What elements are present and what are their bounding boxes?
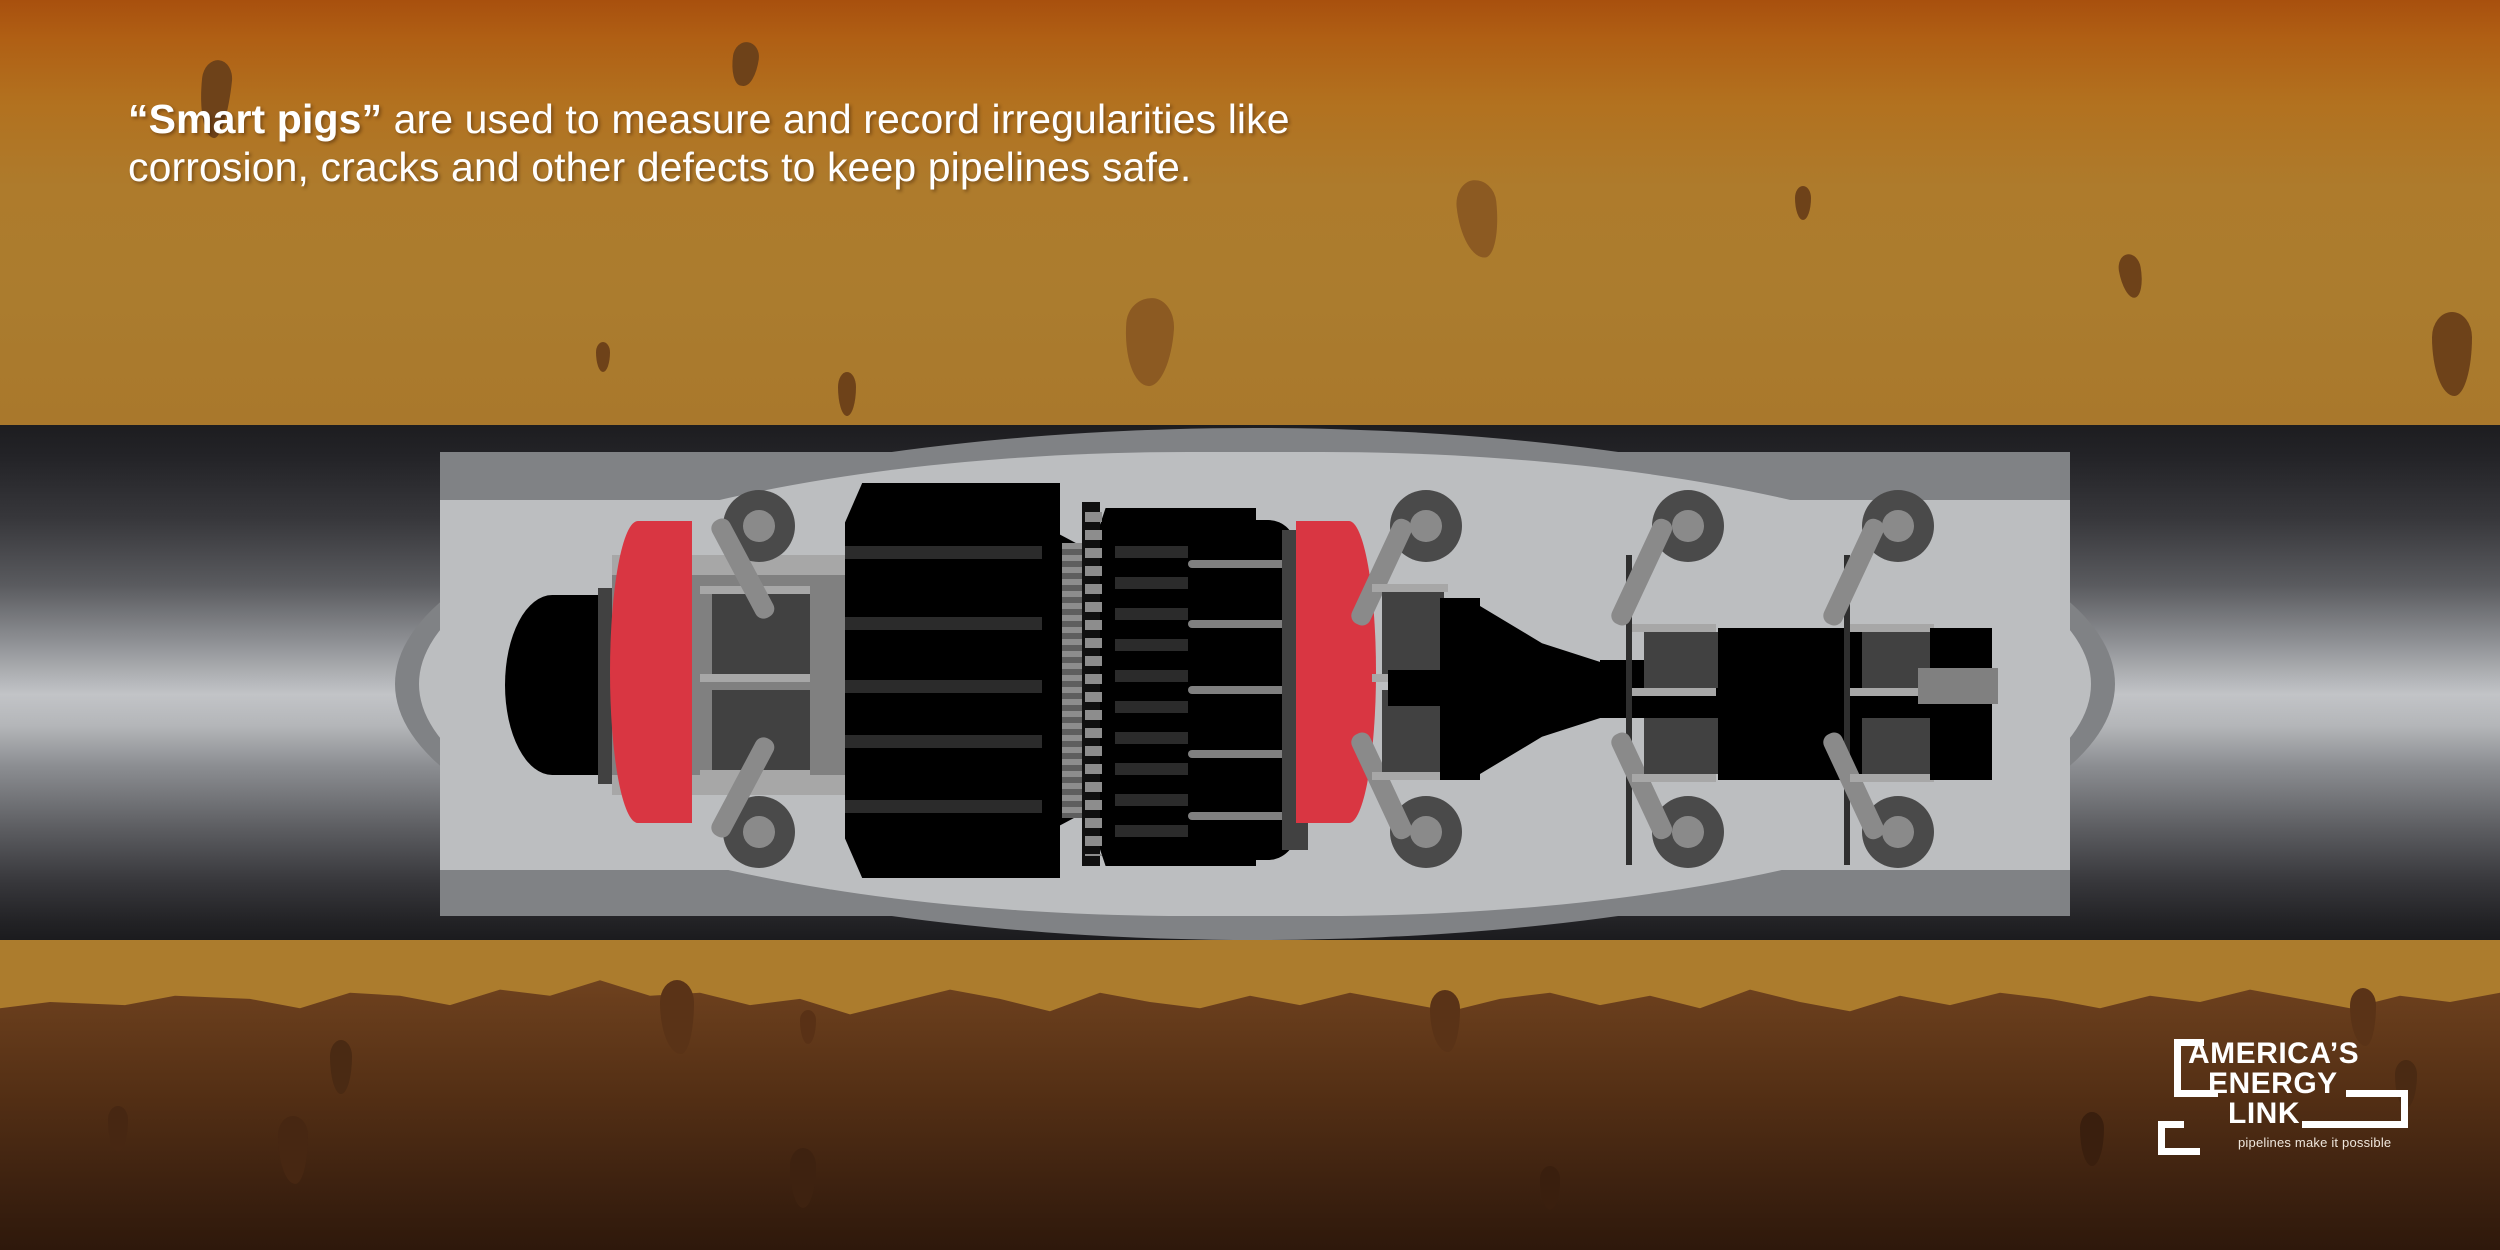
cup-ridge	[1188, 750, 1298, 758]
brand-logo[interactable]: AMERICA’S ENERGY LINK pipelines make it …	[2150, 1035, 2410, 1155]
rock-pebble	[108, 1106, 128, 1152]
odometer-bracket-b	[1844, 555, 1850, 865]
page-title: “Smart pigs” are used to measure and rec…	[128, 96, 1308, 192]
logo-bracket-bot-left-h	[2158, 1121, 2184, 1128]
body-seam	[845, 617, 1060, 630]
rear-module-panel-upper	[1382, 592, 1444, 674]
front-sealing-disc	[610, 521, 692, 823]
universal-joint	[1470, 600, 1620, 780]
odometer-arm-rear-b-top	[1820, 515, 1888, 629]
tail-cap	[1930, 628, 1992, 780]
body-seam	[845, 680, 1060, 693]
body-seam	[845, 546, 1060, 559]
rock-pebble	[800, 1010, 816, 1044]
logo-bracket-bot-left-v	[2158, 1121, 2165, 1155]
logo-bracket-right-v	[2401, 1090, 2408, 1128]
module-seam-mid	[700, 674, 810, 682]
rock-pebble	[1540, 1166, 1560, 1210]
rear-a-panel-lower	[1644, 718, 1720, 774]
rock-pebble	[838, 372, 856, 416]
rear-a-seam-lower	[1632, 774, 1716, 782]
odometer-arm-rear-a-top	[1608, 515, 1676, 629]
logo-bracket-right-h-top	[2346, 1090, 2408, 1097]
logo-bracket-top-left-h	[2174, 1039, 2204, 1046]
logo-tagline: pipelines make it possible	[2238, 1135, 2392, 1150]
rear-module-seam-upper	[1372, 584, 1448, 592]
rear-a-panel-upper	[1644, 632, 1720, 688]
rear-b-panel-lower	[1862, 718, 1938, 774]
cup-ridge	[1188, 560, 1298, 568]
odometer-bracket-a	[1626, 555, 1632, 865]
soil-layer-top	[0, 0, 2500, 425]
cup-ridge	[1188, 686, 1298, 694]
rear-a-seam-upper	[1632, 624, 1716, 632]
tail-stub	[1918, 668, 1998, 704]
logo-bracket-top-left-v	[2174, 1039, 2181, 1097]
rear-b-seam-upper	[1850, 624, 1934, 632]
rock-pebble	[330, 1040, 352, 1094]
logo-line-2: ENERGY	[2208, 1067, 2338, 1100]
logo-bracket-right-h-bot	[2302, 1121, 2408, 1128]
rear-a-seam-mid	[1632, 688, 1716, 696]
logo-bracket-bot-left-h2	[2158, 1148, 2200, 1155]
rear-b-seam-mid	[1850, 688, 1934, 696]
cup-ridge	[1188, 812, 1298, 820]
headline-rest: are used to measure and record irregular…	[128, 96, 1290, 190]
mfl-sensor-teeth	[1085, 512, 1102, 856]
cup-ridge	[1188, 620, 1298, 628]
logo-line-3: LINK	[2228, 1097, 2300, 1130]
rear-module-seam-lower	[1372, 772, 1448, 780]
rear-b-seam-lower	[1850, 774, 1934, 782]
rock-pebble	[1795, 186, 1811, 220]
rear-sealing-disc	[1296, 521, 1376, 823]
logo-bracket-mid-h	[2174, 1090, 2218, 1097]
logo-line-1: AMERICA’S	[2188, 1037, 2360, 1070]
body-seam	[845, 735, 1060, 748]
headline-emphasis: “Smart pigs”	[128, 96, 383, 142]
body-seam	[845, 800, 1060, 813]
nose-cone-icon	[505, 595, 610, 775]
rock-pebble	[596, 342, 610, 372]
